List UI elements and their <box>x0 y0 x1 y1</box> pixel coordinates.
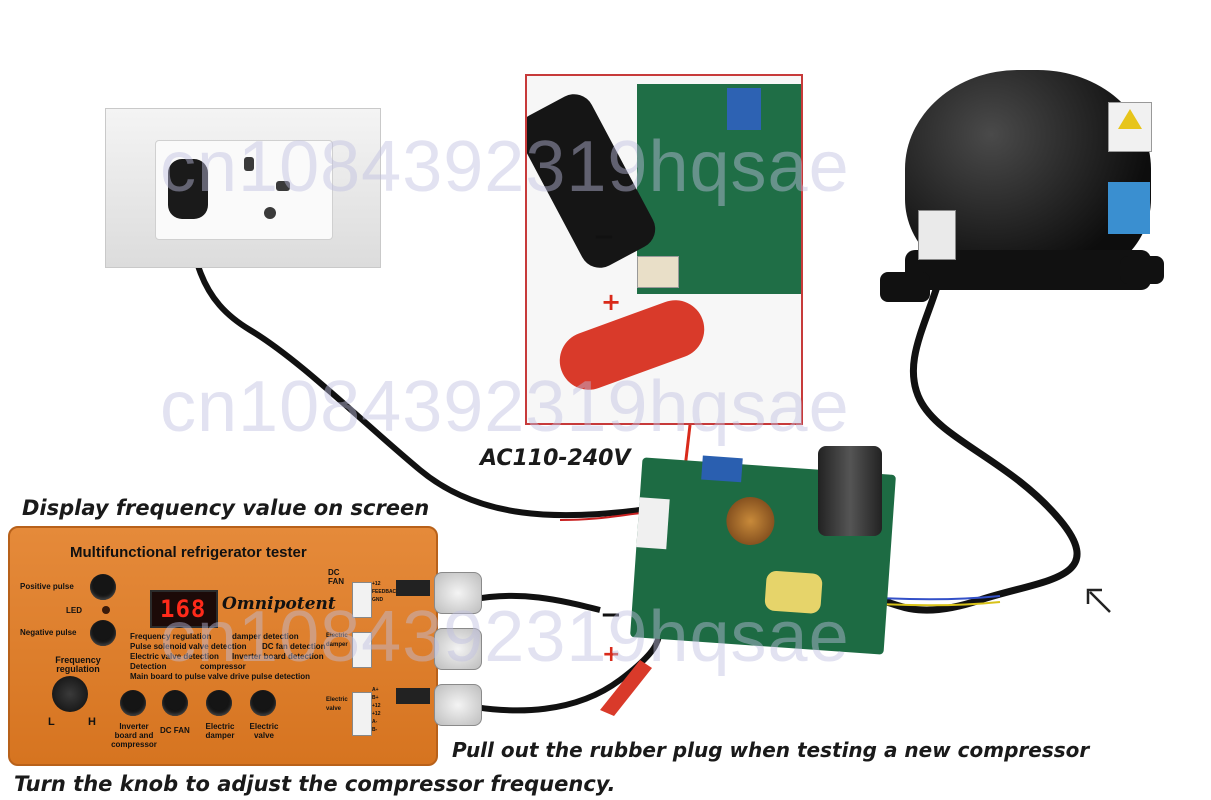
compressor-cable <box>879 259 1081 614</box>
frequency-display: 168 <box>150 590 218 628</box>
feature-text: Frequency regulation <box>130 632 212 641</box>
pin-label: GND <box>372 597 384 603</box>
connection-photo-inset: − + <box>525 74 803 425</box>
socket-face <box>155 140 333 240</box>
watermark: cn1084392319hqsae <box>160 597 850 677</box>
electric-damper-connector[interactable] <box>352 632 372 668</box>
watermark: cn1084392319hqsae <box>160 127 850 207</box>
plus-sign: + <box>601 288 622 316</box>
feature-text: Pulse solenoid valve detection <box>130 642 247 651</box>
capacitor <box>818 446 882 536</box>
pin-label: B- <box>372 727 378 733</box>
cable-gland-middle[interactable] <box>434 628 482 670</box>
signal-wire-blue <box>879 595 1001 601</box>
display-caption: Display frequency value on screen <box>22 496 430 520</box>
tester-title: Multifunctional refrigerator tester <box>70 544 307 561</box>
warning-icon <box>1108 102 1152 152</box>
pin-label: A- <box>372 719 378 725</box>
electric-damper-port-label: Electric damper <box>326 633 348 648</box>
power-cable <box>182 174 641 519</box>
feature-text: Inverter board detection <box>232 652 324 661</box>
inverter-board-label: Inverter board and compressor <box>111 722 157 749</box>
refrigerator-tester: Multifunctional refrigerator tester Posi… <box>8 526 438 766</box>
feature-text: compressor <box>200 662 246 671</box>
pin-label: +12 <box>372 711 381 717</box>
dc-fan-button[interactable] <box>162 690 188 716</box>
inverter-board-button[interactable] <box>120 690 146 716</box>
feature-text: DC fan detection <box>262 642 326 651</box>
red-clip-board <box>600 660 652 716</box>
port-label-plate <box>396 688 430 704</box>
dc-fan-connector[interactable] <box>352 582 372 618</box>
negative-pulse-button[interactable] <box>90 620 116 646</box>
negative-pulse-label: Negative pulse <box>20 628 77 637</box>
rubber-plug-caption: Pull out the rubber plug when testing a … <box>452 738 1090 762</box>
watermark: cn1084392319hqsae <box>160 367 850 447</box>
electric-valve-button[interactable] <box>250 690 276 716</box>
tester-to-board-cable <box>439 619 663 714</box>
minus-sign: − <box>593 222 615 252</box>
pin-label: A+ <box>372 687 379 693</box>
cable-gland-bottom[interactable] <box>434 684 482 726</box>
port-label-plate <box>396 580 430 596</box>
frequency-value: 168 <box>160 595 207 623</box>
tester-cable-2 <box>469 592 601 613</box>
electric-valve-connector[interactable] <box>352 692 372 736</box>
frequency-regulation-label: Frequency regulation <box>55 655 101 674</box>
feature-text: Electric valve detection <box>130 652 219 661</box>
knob-low-label: L <box>48 716 55 728</box>
pin-label: B+ <box>372 695 379 701</box>
electric-valve-port-label: Electric valve <box>326 697 348 712</box>
electric-damper-label: Electric damper <box>205 722 235 740</box>
electric-damper-button[interactable] <box>206 690 232 716</box>
led-indicator <box>102 606 110 614</box>
voltage-caption: AC110-240V <box>480 446 631 471</box>
dc-fan-port-label: DC FAN <box>328 568 344 586</box>
arrow-icon-head <box>1086 588 1102 604</box>
board-minus-sign: − <box>600 600 622 630</box>
compressor-terminal-cover <box>918 210 956 260</box>
feature-text: Main board to pulse valve drive pulse de… <box>130 672 311 681</box>
positive-pulse-label: Positive pulse <box>20 582 74 591</box>
arrow-icon <box>1089 591 1111 613</box>
compressor-spec-label <box>1108 182 1150 234</box>
board-plus-sign: + <box>602 642 621 667</box>
cable-gland-top[interactable] <box>434 572 482 614</box>
led-label: LED <box>66 606 82 615</box>
positive-pulse-button[interactable] <box>90 574 116 600</box>
electric-valve-label: Electric valve <box>249 722 279 740</box>
dc-fan-label: DC FAN <box>160 726 190 735</box>
knob-caption: Turn the knob to adjust the compressor f… <box>14 772 616 796</box>
pin-label: +12 <box>372 581 381 587</box>
brand-label: Omnipotent <box>222 594 336 614</box>
pin-label: FEEDBACK <box>372 589 400 595</box>
pin-label: +12 <box>372 703 381 709</box>
feature-text: Detection <box>130 662 167 671</box>
knob-high-label: H <box>88 716 96 728</box>
signal-wire-yellow <box>879 601 1001 607</box>
frequency-knob[interactable] <box>52 676 88 712</box>
feature-text: damper detection <box>232 632 299 641</box>
